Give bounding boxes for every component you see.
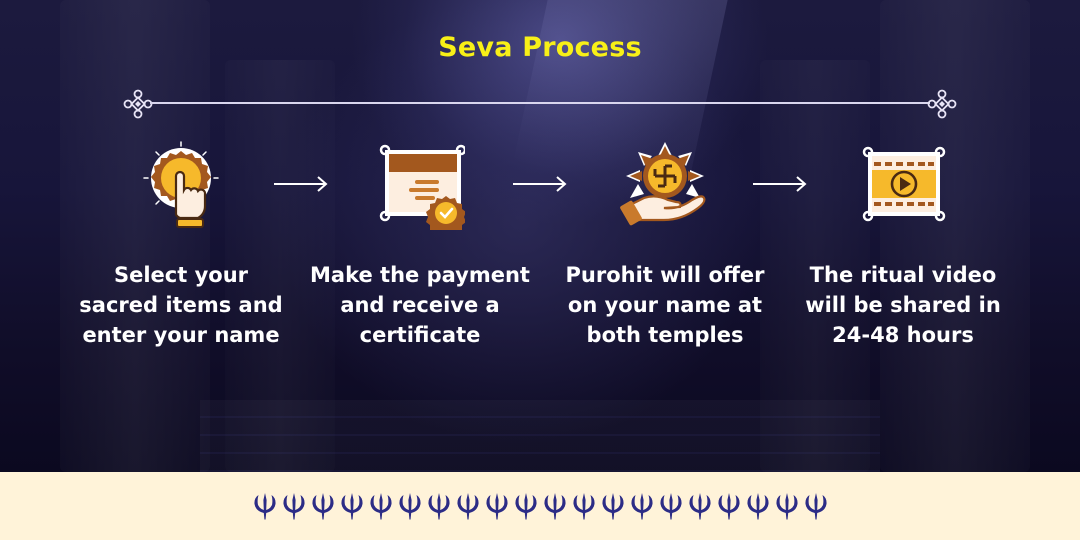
divider-line xyxy=(150,102,930,104)
hero-section: Seva Process xyxy=(0,0,1080,472)
trident-icon xyxy=(542,492,568,520)
page-title: Seva Process xyxy=(438,32,642,63)
ornament-knot-icon xyxy=(123,89,153,119)
arrow-right-icon xyxy=(753,176,807,192)
trident-icon xyxy=(513,492,539,520)
trident-icon xyxy=(281,492,307,520)
trident-icon xyxy=(397,492,423,520)
trident-border xyxy=(252,492,829,520)
trident-icon xyxy=(803,492,829,520)
temple-pillar xyxy=(225,60,335,472)
trident-icon xyxy=(484,492,510,520)
trident-icon xyxy=(339,492,365,520)
step-label: The ritual video will be shared in 24-48… xyxy=(805,263,1001,347)
trident-icon xyxy=(716,492,742,520)
process-step-4: The ritual video will be shared in 24-48… xyxy=(783,140,1023,350)
temple-pillar xyxy=(880,0,1030,472)
trident-icon xyxy=(774,492,800,520)
video-play-icon xyxy=(862,146,946,222)
trident-icon xyxy=(252,492,278,520)
process-step-3: Purohit will offer on your name at both … xyxy=(545,140,785,350)
temple-pillar xyxy=(60,0,210,472)
trident-icon xyxy=(658,492,684,520)
temple-pillar xyxy=(760,60,870,472)
step-label: Purohit will offer on your name at both … xyxy=(565,263,765,347)
step-label: Select your sacred items and enter your … xyxy=(79,263,283,347)
trident-icon xyxy=(687,492,713,520)
arrow-right-icon xyxy=(513,176,567,192)
process-step-1: Select your sacred items and enter your … xyxy=(61,140,301,350)
certificate-icon xyxy=(379,144,465,230)
offering-hand-icon xyxy=(620,142,706,226)
trident-icon xyxy=(455,492,481,520)
footer-band xyxy=(0,472,1080,540)
hand-tap-icon xyxy=(143,141,219,228)
trident-icon xyxy=(368,492,394,520)
trident-icon xyxy=(426,492,452,520)
process-step-2: Make the payment and receive a certifica… xyxy=(300,140,540,350)
ornament-knot-icon xyxy=(927,89,957,119)
trident-icon xyxy=(600,492,626,520)
trident-icon xyxy=(571,492,597,520)
temple-steps xyxy=(200,400,880,472)
trident-icon xyxy=(745,492,771,520)
step-label: Make the payment and receive a certifica… xyxy=(310,263,530,347)
trident-icon xyxy=(310,492,336,520)
trident-icon xyxy=(629,492,655,520)
arrow-right-icon xyxy=(274,176,328,192)
